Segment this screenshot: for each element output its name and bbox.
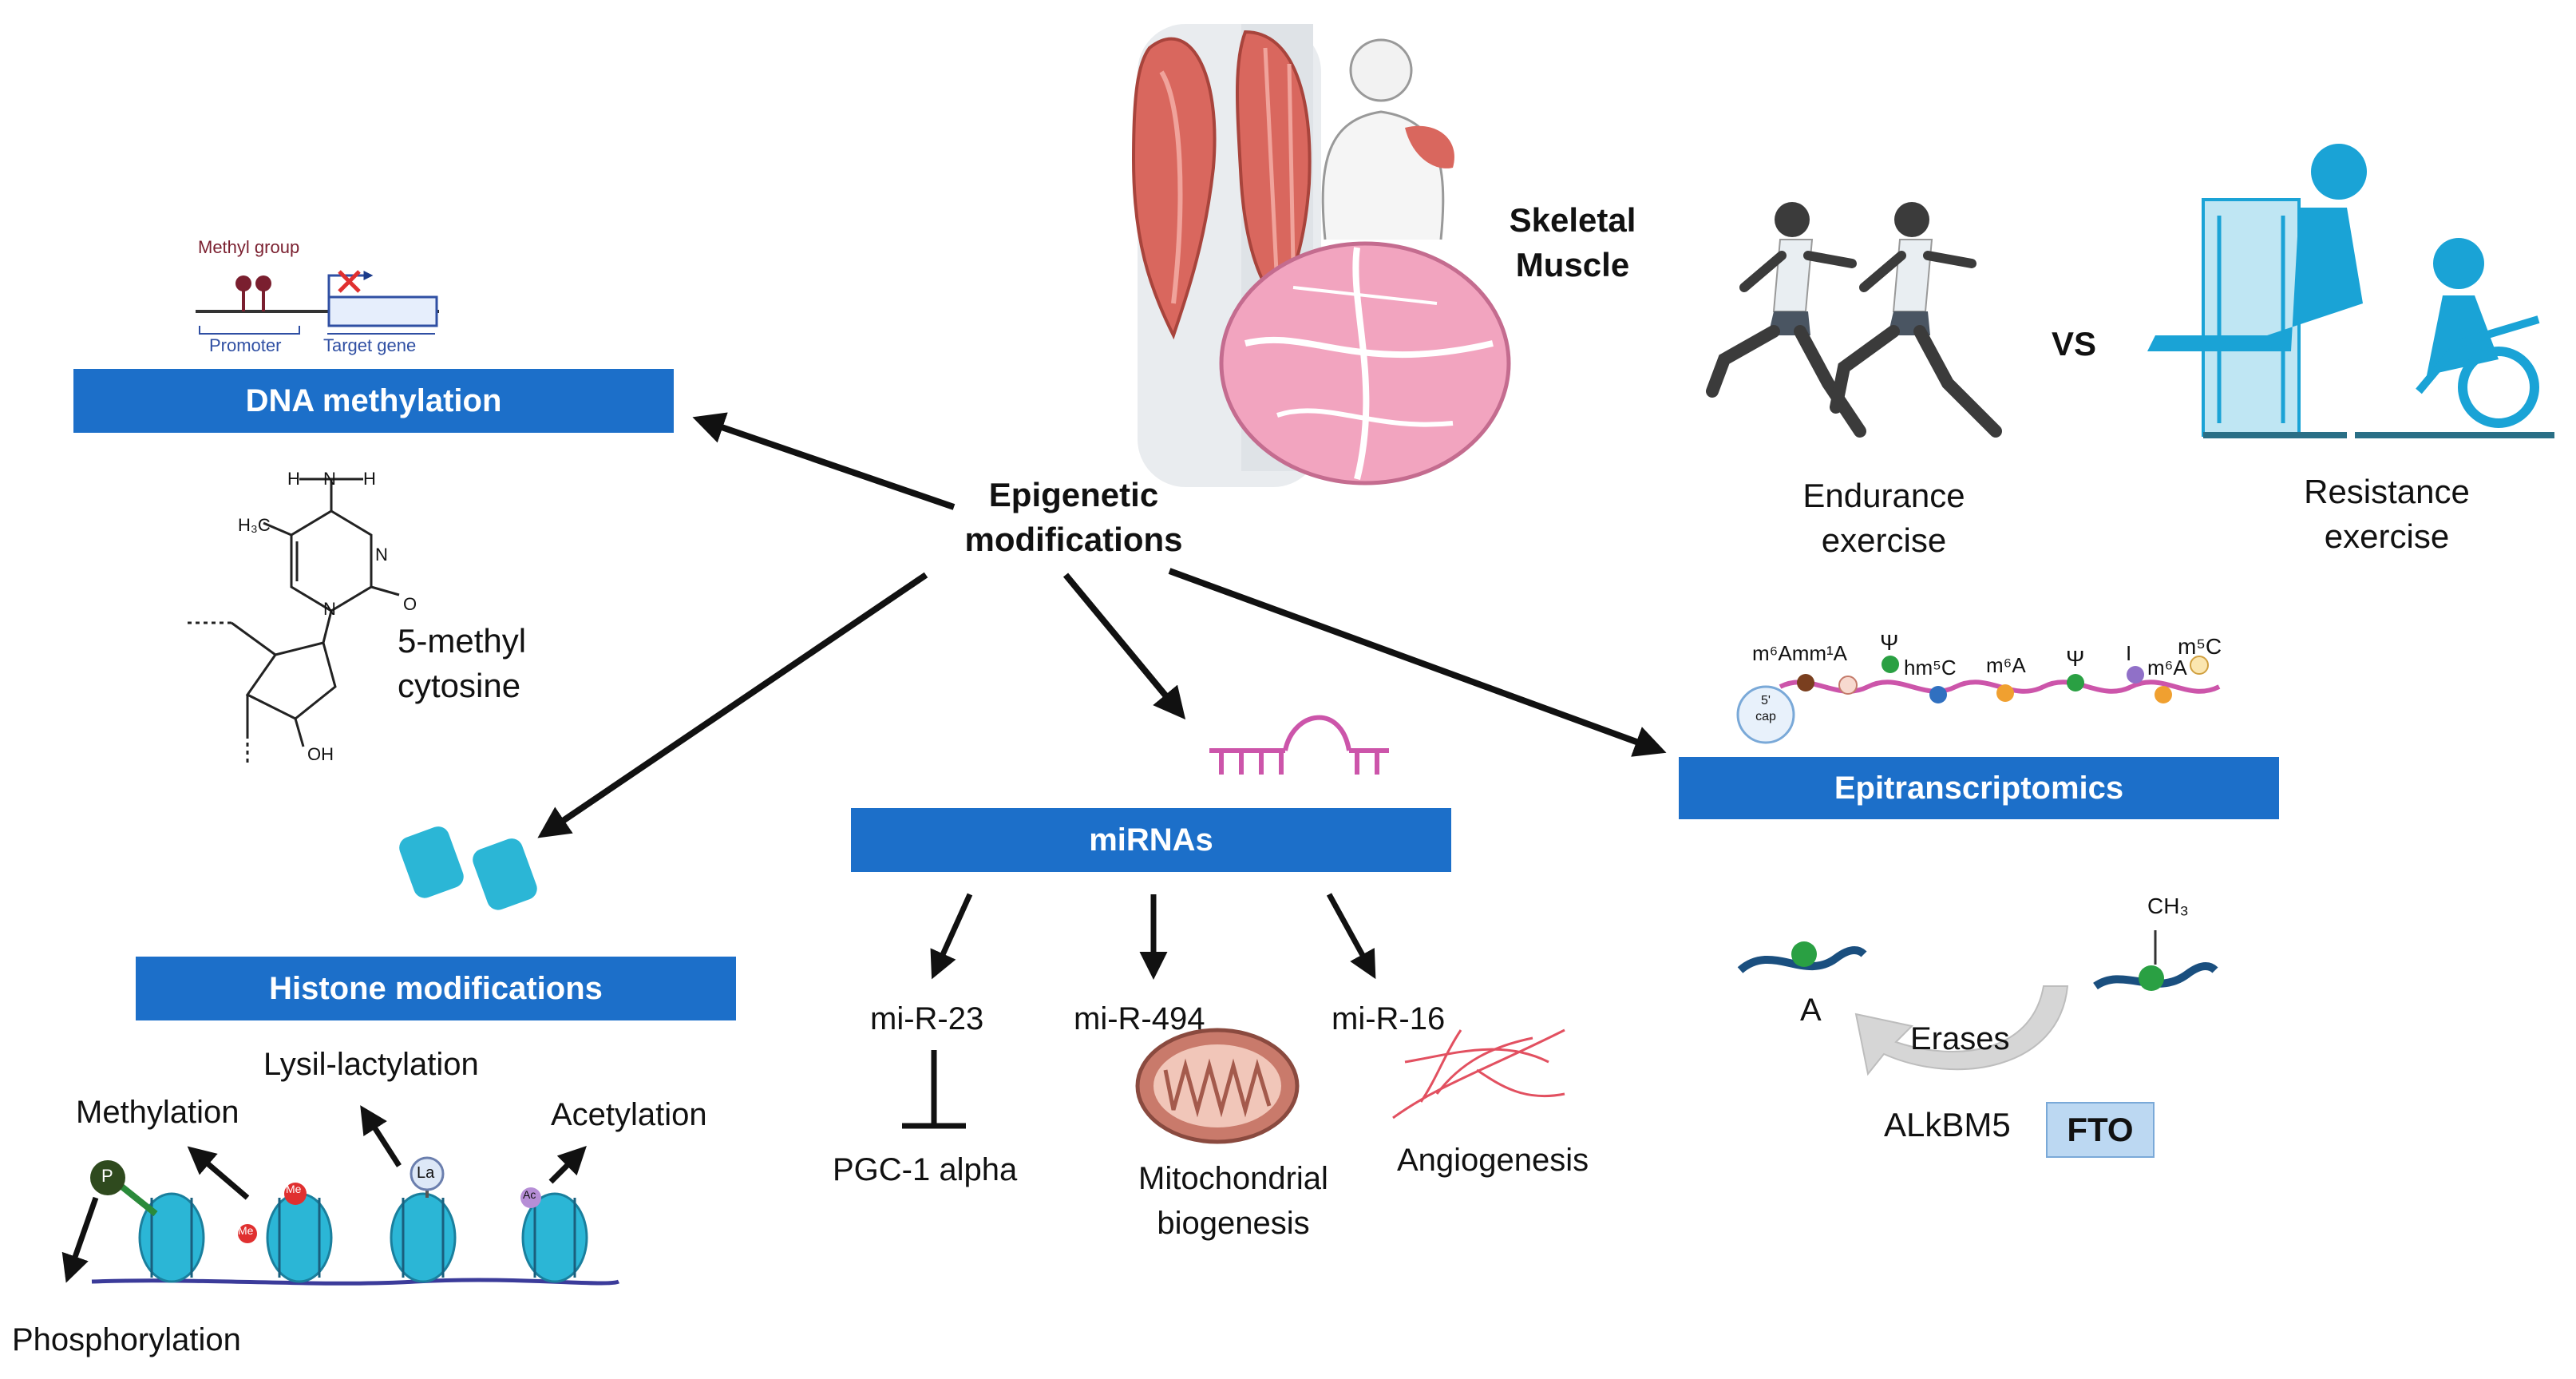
atom-o: O — [403, 594, 417, 614]
mod-psi1: Ψ — [1880, 630, 1899, 655]
methylcytosine-line2: cytosine — [398, 667, 521, 704]
methylation-label: Methylation — [76, 1095, 239, 1130]
mod-m6a2: m⁶A — [2147, 656, 2187, 680]
mark-p: P — [101, 1166, 113, 1186]
histone-modifications-bar: Histone modifications — [136, 957, 736, 1020]
center-label-line2: modifications — [964, 521, 1183, 558]
promoter-label: Promoter — [209, 335, 282, 355]
lysil-lactylation-label: Lysil-lactylation — [263, 1047, 479, 1082]
center-label: Epigenetic modifications — [918, 473, 1229, 562]
atom-n: N — [323, 469, 336, 489]
methylcytosine-line1: 5-methyl — [398, 622, 527, 660]
mir494-label: mi-R-494 — [1074, 1001, 1205, 1036]
mark-me2: Me — [238, 1224, 254, 1237]
vs-label: VS — [2052, 325, 2097, 363]
mitochondrial-biogenesis-label: Mitochondrial biogenesis — [1082, 1156, 1385, 1246]
mirnas-bar: miRNAs — [851, 808, 1451, 872]
mirna-hairpin-icon — [1209, 715, 1389, 775]
angiogenesis-vessels-icon — [1392, 1028, 1565, 1119]
cap-line1: 5' — [1761, 694, 1771, 707]
erases-label: Erases — [1910, 1021, 2010, 1056]
atom-h1: H — [287, 469, 300, 489]
demethylation-schematic — [1737, 930, 2218, 1076]
endurance-line1: Endurance — [1802, 477, 1965, 514]
skeletal-muscle-illustration — [1131, 24, 1511, 487]
resistance-line1: Resistance — [2304, 473, 2470, 510]
atom-n3: N — [375, 545, 388, 565]
pgc-1-alpha-label: PGC-1 alpha — [833, 1152, 1018, 1187]
target-gene-label: Target gene — [323, 335, 417, 355]
mod-m6a1: m⁶A — [1986, 653, 2026, 677]
methyl-group-label: Methyl group — [198, 237, 300, 257]
mark-ac: Ac — [523, 1188, 536, 1201]
methylcytosine-structure — [188, 477, 400, 767]
dna-methylation-bar: DNA methylation — [73, 369, 674, 433]
alkbm5-label: ALkBM5 — [1884, 1106, 2011, 1143]
central-arrows — [537, 412, 1667, 838]
cap-line2: cap — [1755, 710, 1776, 723]
mito-line1: Mitochondrial — [1138, 1161, 1328, 1196]
fto-box: FTO — [2046, 1102, 2155, 1158]
mark-me1: Me — [286, 1183, 302, 1195]
mod-i: I — [2126, 641, 2132, 665]
cap-label: 5' cap — [1750, 693, 1782, 725]
mod-m5c: m⁵C — [2178, 634, 2222, 659]
resistance-exercise-icon — [2147, 144, 2554, 438]
phosphorylation-label: Phosphorylation — [12, 1322, 241, 1357]
atom-h2: H — [363, 469, 376, 489]
mito-line2: biogenesis — [1157, 1206, 1310, 1241]
resistance-exercise-label: Resistance exercise — [2251, 470, 2523, 559]
mod-hm5c: hm⁵C — [1904, 656, 1957, 680]
endurance-line2: exercise — [1821, 521, 1947, 559]
epitranscriptomics-bar: Epitranscriptomics — [1679, 757, 2279, 819]
skeletal-muscle-label: Skeletal Muscle — [1485, 198, 1660, 287]
mod-m6amm1a: m⁶Amm¹A — [1752, 641, 1848, 665]
mod-psi2: Ψ — [2066, 646, 2085, 671]
mark-la: La — [417, 1164, 435, 1182]
methyl-group-schematic — [196, 270, 439, 335]
mir16-label: mi-R-16 — [1332, 1001, 1446, 1036]
methylcytosine-label: 5-methyl cytosine — [398, 619, 526, 708]
histone-strand — [90, 1156, 620, 1286]
angiogenesis-label: Angiogenesis — [1397, 1143, 1589, 1178]
acetylation-label: Acetylation — [551, 1097, 707, 1132]
endurance-exercise-label: Endurance exercise — [1748, 474, 2020, 563]
endurance-runner-icon — [1706, 202, 2002, 438]
mirna-arrows — [902, 893, 1376, 1129]
mrna-strand — [1736, 656, 2221, 744]
atom-n1: N — [323, 599, 336, 619]
mitochondrion-icon — [1135, 1028, 1300, 1144]
skeletal-muscle-line1: Skeletal — [1509, 201, 1636, 239]
histone-arrows — [61, 1105, 587, 1283]
mir23-label: mi-R-23 — [870, 1001, 984, 1036]
ch3-label: CH₃ — [2147, 894, 2189, 918]
skeletal-muscle-line2: Muscle — [1515, 246, 1630, 283]
atom-oh: OH — [307, 744, 334, 764]
base-a-label: A — [1800, 993, 1822, 1028]
center-label-line1: Epigenetic — [988, 476, 1159, 513]
nucleosome-pair-icon — [399, 826, 537, 910]
atom-h3c: H₃C — [238, 515, 271, 535]
resistance-line2: exercise — [2324, 517, 2450, 555]
